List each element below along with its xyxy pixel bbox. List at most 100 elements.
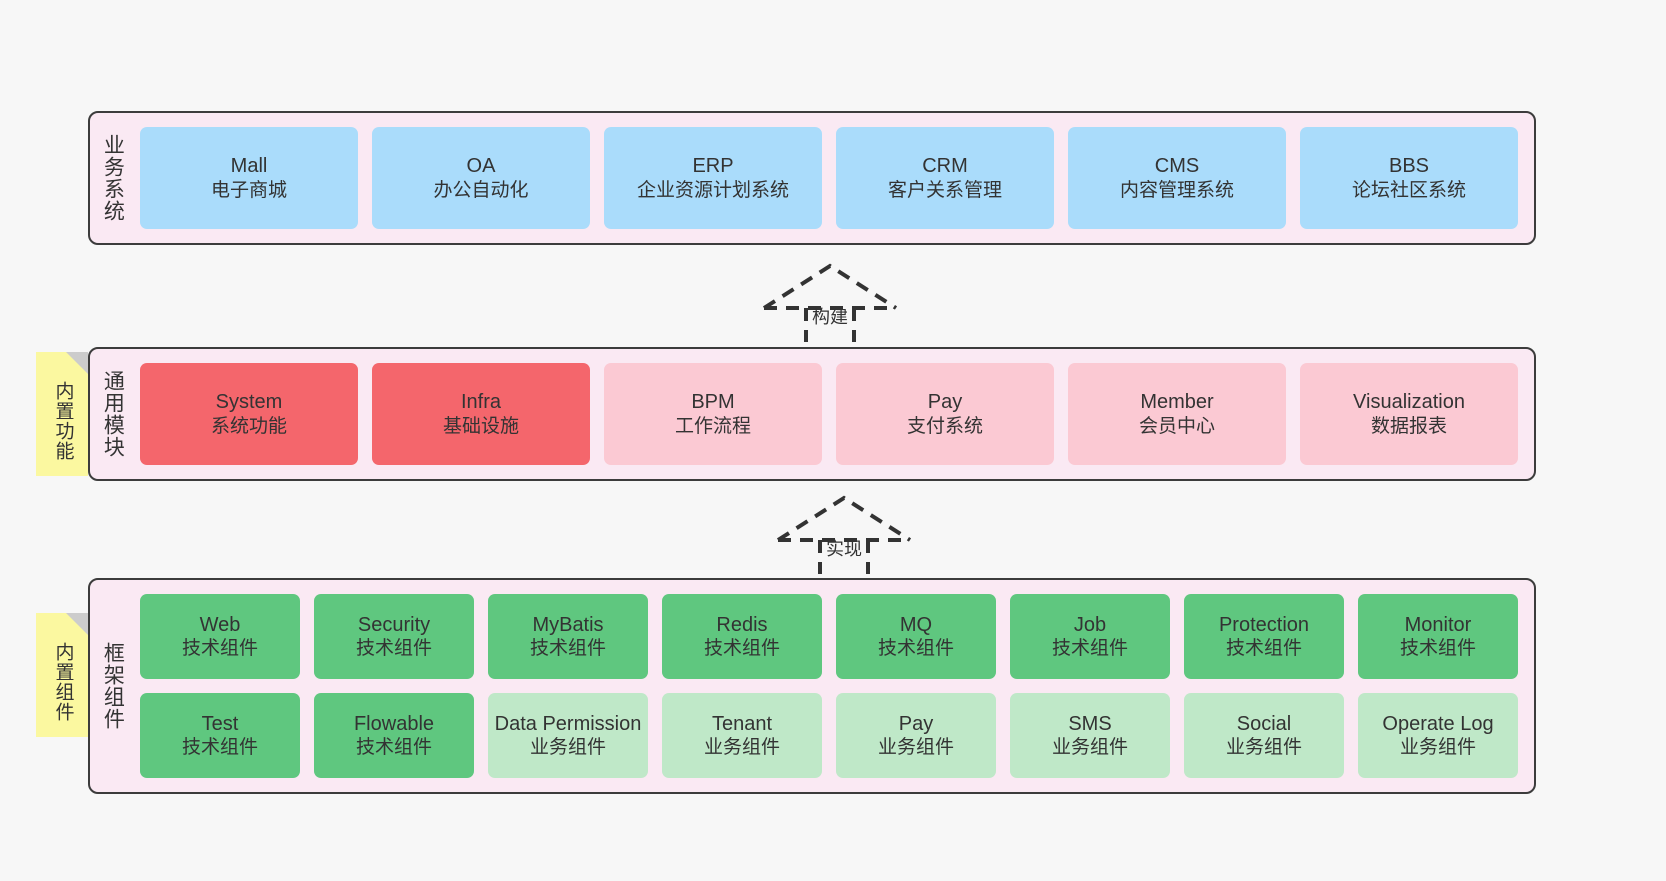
node-label-cn: 业务组件 bbox=[703, 737, 780, 759]
node-visualization[interactable]: Visualization 数据报表 bbox=[1300, 363, 1518, 465]
node-row: Mall 电子商城 OA 办公自动化 ERP 企业资源计划系统 CRM 客户关系… bbox=[140, 127, 1518, 229]
node-label-cn: 技术组件 bbox=[1051, 638, 1128, 660]
node-redis[interactable]: Redis 技术组件 bbox=[662, 594, 822, 679]
note-built-in-components: 内置组件 bbox=[36, 613, 88, 737]
note-text: 内置组件 bbox=[52, 642, 74, 722]
node-infra[interactable]: Infra 基础设施 bbox=[372, 363, 590, 465]
node-label-en: Data Permission bbox=[494, 712, 642, 735]
node-row: Web 技术组件 Security 技术组件 MyBatis 技术组件 Redi… bbox=[140, 594, 1518, 679]
node-label-cn: 技术组件 bbox=[703, 638, 780, 660]
node-label-cn: 会员中心 bbox=[1138, 415, 1215, 437]
node-label-en: MyBatis bbox=[532, 613, 604, 636]
node-label-en: SMS bbox=[1068, 712, 1112, 735]
layer-body-framework-components: Web 技术组件 Security 技术组件 MyBatis 技术组件 Redi… bbox=[134, 580, 1534, 792]
node-label-en: Infra bbox=[460, 391, 502, 414]
node-mybatis[interactable]: MyBatis 技术组件 bbox=[488, 594, 648, 679]
node-label-cn: 技术组件 bbox=[529, 638, 606, 660]
node-tenant[interactable]: Tenant 业务组件 bbox=[662, 693, 822, 778]
layer-framework-components[interactable]: 框架组件 Web 技术组件 Security 技术组件 MyBatis 技术组件… bbox=[88, 578, 1536, 794]
node-flowable[interactable]: Flowable 技术组件 bbox=[314, 693, 474, 778]
node-label-en: Operate Log bbox=[1382, 712, 1494, 735]
node-bbs[interactable]: BBS 论坛社区系统 bbox=[1300, 127, 1518, 229]
node-row: Test 技术组件 Flowable 技术组件 Data Permission … bbox=[140, 693, 1518, 778]
node-label-cn: 技术组件 bbox=[1225, 638, 1302, 660]
node-social[interactable]: Social 业务组件 bbox=[1184, 693, 1344, 778]
node-mall[interactable]: Mall 电子商城 bbox=[140, 127, 358, 229]
node-label-cn: 客户关系管理 bbox=[887, 179, 1002, 201]
layer-title-business-system: 业务系统 bbox=[101, 134, 125, 222]
node-label-en: System bbox=[215, 391, 283, 414]
node-label-en: Test bbox=[201, 712, 239, 735]
node-protection[interactable]: Protection 技术组件 bbox=[1184, 594, 1344, 679]
node-label-cn: 工作流程 bbox=[674, 415, 751, 437]
node-job[interactable]: Job 技术组件 bbox=[1010, 594, 1170, 679]
node-test[interactable]: Test 技术组件 bbox=[140, 693, 300, 778]
node-oa[interactable]: OA 办公自动化 bbox=[372, 127, 590, 229]
node-monitor[interactable]: Monitor 技术组件 bbox=[1358, 594, 1518, 679]
node-system[interactable]: System 系统功能 bbox=[140, 363, 358, 465]
note-fold-icon bbox=[66, 613, 88, 635]
node-label-en: Protection bbox=[1218, 613, 1310, 636]
layer-title-common-modules: 通用模块 bbox=[101, 370, 125, 458]
node-label-cn: 企业资源计划系统 bbox=[636, 179, 789, 201]
node-label-en: BPM bbox=[691, 391, 735, 414]
node-label-en: Job bbox=[1073, 613, 1107, 636]
node-label-cn: 系统功能 bbox=[210, 415, 287, 437]
node-label-en: Web bbox=[199, 613, 241, 636]
node-label-en: CRM bbox=[922, 155, 968, 178]
layer-title-framework-components: 框架组件 bbox=[101, 642, 125, 730]
node-label-en: Mall bbox=[230, 155, 268, 178]
node-label-cn: 技术组件 bbox=[355, 737, 432, 759]
node-row: System 系统功能 Infra 基础设施 BPM 工作流程 Pay 支付系统… bbox=[140, 363, 1518, 465]
node-security[interactable]: Security 技术组件 bbox=[314, 594, 474, 679]
node-label-en: OA bbox=[466, 155, 496, 178]
node-mq[interactable]: MQ 技术组件 bbox=[836, 594, 996, 679]
node-label-en: Pay bbox=[898, 712, 934, 735]
connector-build: 构建 bbox=[760, 262, 900, 342]
node-label-en: Flowable bbox=[353, 712, 435, 735]
node-pay-module[interactable]: Pay 支付系统 bbox=[836, 363, 1054, 465]
node-label-cn: 内容管理系统 bbox=[1119, 179, 1234, 201]
node-label-cn: 支付系统 bbox=[906, 415, 983, 437]
node-crm[interactable]: CRM 客户关系管理 bbox=[836, 127, 1054, 229]
node-bpm[interactable]: BPM 工作流程 bbox=[604, 363, 822, 465]
node-cms[interactable]: CMS 内容管理系统 bbox=[1068, 127, 1286, 229]
node-label-cn: 技术组件 bbox=[181, 638, 258, 660]
node-label-en: ERP bbox=[692, 155, 734, 178]
node-label-cn: 技术组件 bbox=[1399, 638, 1476, 660]
node-label-cn: 业务组件 bbox=[1225, 737, 1302, 759]
node-label-en: Monitor bbox=[1404, 613, 1472, 636]
node-label-en: Redis bbox=[716, 613, 768, 636]
node-label-cn: 技术组件 bbox=[355, 638, 432, 660]
node-label-en: Security bbox=[357, 613, 431, 636]
generalization-arrow-icon bbox=[762, 263, 898, 342]
node-label-cn: 业务组件 bbox=[877, 737, 954, 759]
node-label-cn: 业务组件 bbox=[1399, 737, 1476, 759]
node-label-en: Visualization bbox=[1353, 391, 1465, 414]
note-fold-icon bbox=[66, 352, 88, 374]
node-label-en: MQ bbox=[899, 613, 933, 636]
node-label-en: CMS bbox=[1154, 155, 1200, 178]
node-label-cn: 电子商城 bbox=[210, 179, 287, 201]
node-label-en: BBS bbox=[1388, 155, 1430, 178]
note-built-in-features: 内置功能 bbox=[36, 352, 88, 476]
node-pay-component[interactable]: Pay 业务组件 bbox=[836, 693, 996, 778]
layer-body-common-modules: System 系统功能 Infra 基础设施 BPM 工作流程 Pay 支付系统… bbox=[134, 349, 1534, 479]
node-label-cn: 论坛社区系统 bbox=[1351, 179, 1466, 201]
node-sms[interactable]: SMS 业务组件 bbox=[1010, 693, 1170, 778]
generalization-arrow-icon bbox=[776, 495, 912, 574]
node-erp[interactable]: ERP 企业资源计划系统 bbox=[604, 127, 822, 229]
node-web[interactable]: Web 技术组件 bbox=[140, 594, 300, 679]
layer-body-business-system: Mall 电子商城 OA 办公自动化 ERP 企业资源计划系统 CRM 客户关系… bbox=[134, 113, 1534, 243]
node-label-cn: 业务组件 bbox=[1051, 737, 1128, 759]
node-label-cn: 业务组件 bbox=[529, 737, 606, 759]
connector-implement: 实现 bbox=[774, 494, 914, 574]
node-member[interactable]: Member 会员中心 bbox=[1068, 363, 1286, 465]
node-label-cn: 数据报表 bbox=[1370, 415, 1447, 437]
layer-common-modules[interactable]: 通用模块 System 系统功能 Infra 基础设施 BPM 工作流程 Pay… bbox=[88, 347, 1536, 481]
note-text: 内置功能 bbox=[52, 381, 74, 461]
node-operate-log[interactable]: Operate Log 业务组件 bbox=[1358, 693, 1518, 778]
node-data-permission[interactable]: Data Permission 业务组件 bbox=[488, 693, 648, 778]
layer-business-system[interactable]: 业务系统 Mall 电子商城 OA 办公自动化 ERP 企业资源计划系统 CRM… bbox=[88, 111, 1536, 245]
node-label-cn: 技术组件 bbox=[181, 737, 258, 759]
